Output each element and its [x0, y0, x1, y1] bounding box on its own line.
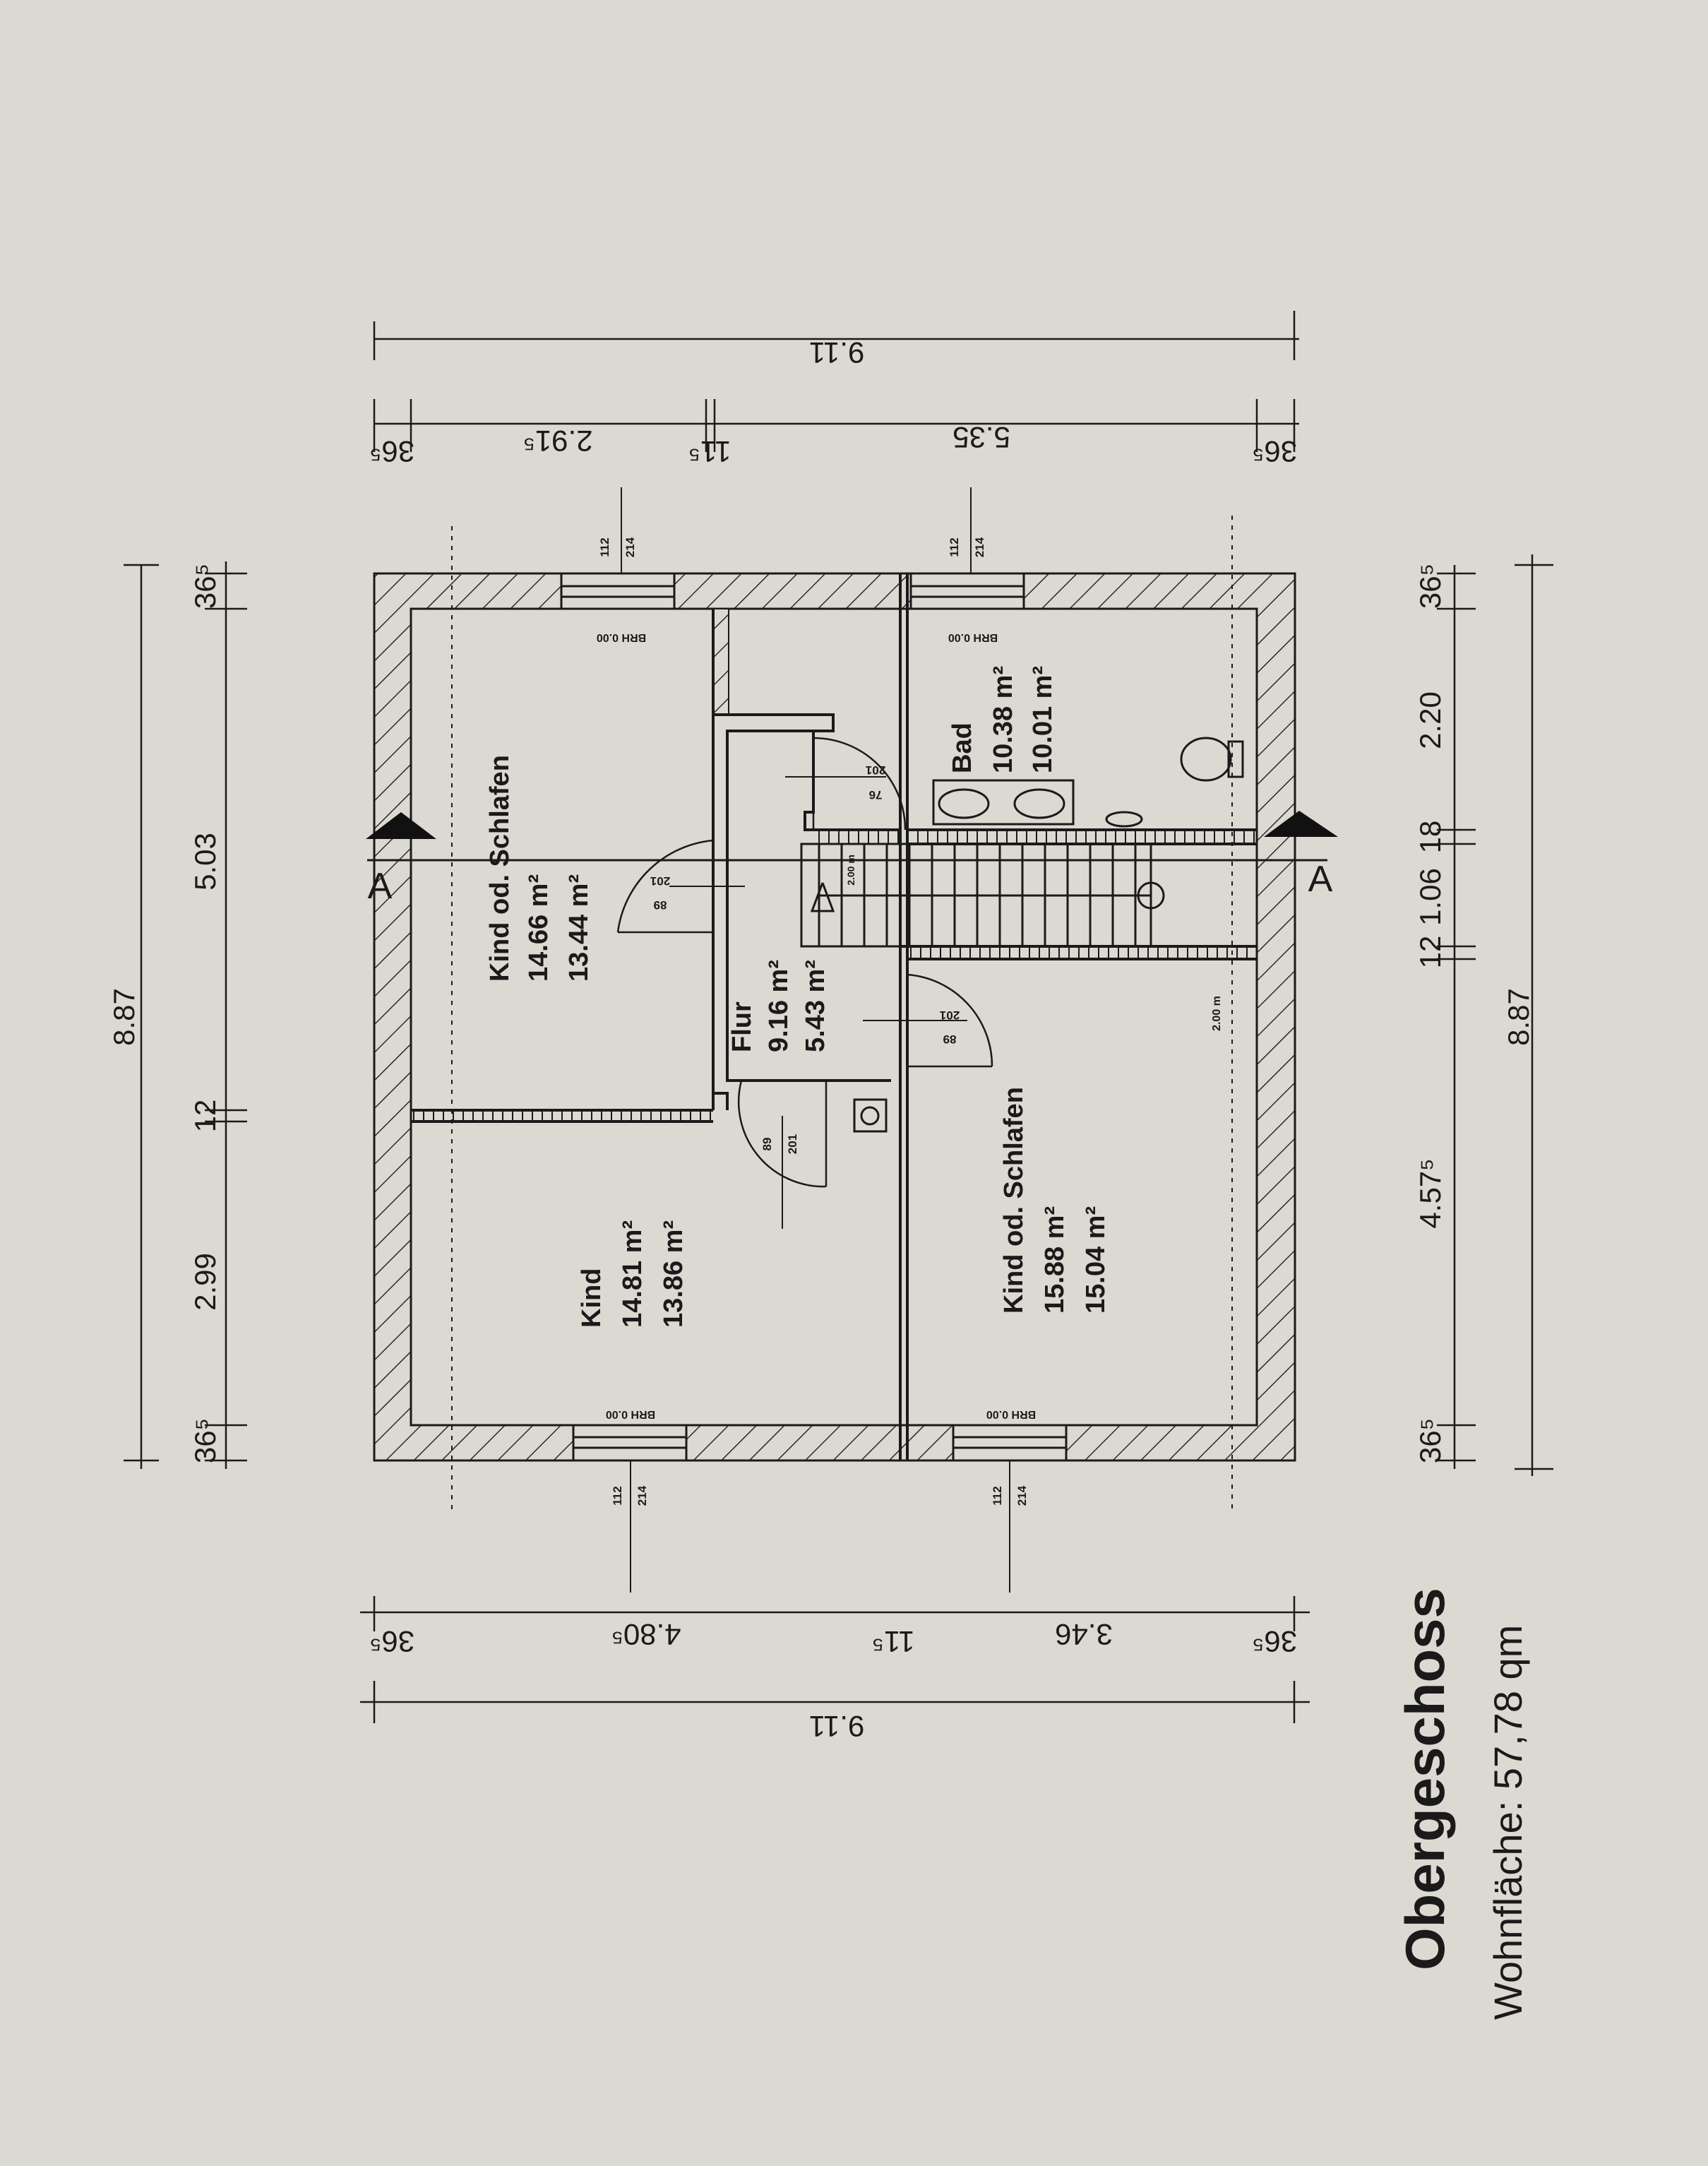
svg-text:112: 112 [611, 1486, 624, 1505]
room-name: Bad [948, 722, 977, 773]
svg-text:89: 89 [943, 1033, 957, 1046]
stair-label: 2.00 m [845, 855, 856, 886]
svg-text:112: 112 [948, 537, 961, 557]
svg-text:4.57⁵: 4.57⁵ [1414, 1158, 1447, 1228]
svg-text:5.35: 5.35 [952, 421, 1010, 454]
room-area: 14.81 m² [618, 1220, 647, 1328]
door-dims: 201 76 201 89 201 89 89 201 [650, 763, 960, 1154]
svg-text:36⁵: 36⁵ [369, 435, 414, 468]
svg-text:11⁵: 11⁵ [688, 435, 731, 468]
svg-text:36⁵: 36⁵ [189, 1418, 222, 1463]
room-name: Kind od. Schlafen [999, 1087, 1029, 1314]
room-area: 13.44 m² [564, 874, 594, 982]
room-area: 10.38 m² [989, 666, 1018, 773]
room-area: 10.01 m² [1028, 666, 1058, 773]
window-dims: 112 214 112 214 112 214 112 214 [598, 537, 1029, 1506]
room-area: 15.04 m² [1081, 1206, 1111, 1314]
svg-text:89: 89 [760, 1138, 774, 1151]
svg-text:214: 214 [623, 537, 637, 557]
svg-text:12: 12 [189, 1100, 222, 1133]
svg-text:112: 112 [598, 537, 611, 557]
svg-text:214: 214 [973, 537, 986, 557]
svg-text:214: 214 [1015, 1485, 1029, 1506]
dims-bottom: 9.11 36⁵ 4.80⁵ 11⁵ 3.46 36⁵ [369, 1618, 1297, 1743]
svg-text:36⁵: 36⁵ [1252, 435, 1297, 468]
room-kind-left: Kind 14.81 m² 13.86 m² [577, 1220, 688, 1328]
svg-text:2.91⁵: 2.91⁵ [522, 424, 592, 458]
svg-text:9.11: 9.11 [809, 336, 865, 369]
interior-walls [411, 573, 1257, 1460]
dims-top: 9.11 36⁵ 2.91⁵ 11⁵ 5.35 36⁵ [369, 336, 1297, 468]
svg-text:2.20: 2.20 [1414, 691, 1447, 749]
window-leaders [621, 487, 1010, 1593]
svg-text:1.06: 1.06 [1414, 868, 1447, 926]
chimney-icon [853, 1098, 888, 1133]
svg-text:201: 201 [650, 874, 670, 888]
svg-text:201: 201 [940, 1008, 960, 1022]
svg-text:12: 12 [1414, 936, 1447, 969]
page-title: Obergeschoss [1394, 1588, 1456, 1970]
door-swings [616, 737, 993, 1188]
svg-text:8.87: 8.87 [107, 988, 141, 1046]
svg-text:4.80⁵: 4.80⁵ [611, 1618, 681, 1651]
svg-text:214: 214 [635, 1485, 649, 1506]
dims-right: 8.87 36⁵ 2.20 18 1.06 12 4.57⁵ 36⁵ [1414, 564, 1535, 1463]
window-sill-label: BRH 0.00 [597, 631, 646, 643]
window-sill-label: BRH 0.00 [948, 631, 998, 643]
room-name: Kind od. Schlafen [485, 755, 515, 982]
svg-text:8.87: 8.87 [1502, 988, 1535, 1046]
section-line: A A [366, 516, 1338, 1511]
svg-text:76: 76 [869, 788, 883, 802]
svg-text:11⁵: 11⁵ [871, 1625, 914, 1658]
svg-text:2.99: 2.99 [189, 1253, 222, 1311]
living-area-label: Wohnfläche: 57,78 qm [1486, 1625, 1530, 2020]
svg-text:18: 18 [1414, 821, 1447, 854]
outer-walls [373, 572, 1296, 1462]
room-kind-schlafen-top: Kind od. Schlafen 14.66 m² 13.44 m² [485, 755, 594, 982]
section-marker-right: A [1308, 859, 1333, 900]
window-sill-label: BRH 0.00 [986, 1408, 1036, 1420]
room-area: 14.66 m² [524, 874, 554, 982]
svg-text:36⁵: 36⁵ [1414, 1418, 1447, 1463]
svg-text:5.03: 5.03 [189, 833, 222, 891]
svg-text:36⁵: 36⁵ [1252, 1625, 1297, 1658]
room-name: Kind [577, 1268, 607, 1328]
bath-fixtures [932, 737, 1244, 828]
svg-text:36⁵: 36⁵ [1414, 564, 1447, 609]
room-area: 15.88 m² [1040, 1206, 1070, 1314]
window-sill-label: BRH 0.00 [606, 1408, 655, 1420]
room-kind-schlafen-right: Kind od. Schlafen 15.88 m² 15.04 m² [999, 1087, 1111, 1314]
svg-text:201: 201 [866, 763, 885, 777]
dims-left: 8.87 36⁵ 5.03 12 2.99 36⁵ [107, 564, 222, 1463]
svg-text:89: 89 [654, 898, 667, 912]
room-name: Flur [727, 1001, 757, 1052]
svg-text:36⁵: 36⁵ [189, 564, 222, 609]
section-marker-left: A [368, 866, 393, 907]
dimension-lines [124, 311, 1553, 1723]
svg-text:9.11: 9.11 [809, 1710, 865, 1743]
room-area: 9.16 m² [764, 960, 794, 1052]
svg-text:3.46: 3.46 [1055, 1618, 1113, 1651]
room-flur: Flur 9.16 m² 5.43 m² [727, 960, 830, 1052]
room-area: 5.43 m² [801, 960, 830, 1052]
room-bad: Bad 10.38 m² 10.01 m² [948, 666, 1058, 773]
windows [560, 572, 1068, 1462]
svg-text:112: 112 [991, 1486, 1004, 1505]
stair-height-label: 2.00 m [1211, 996, 1223, 1031]
wall-ticks [413, 830, 1255, 1121]
room-area: 13.86 m² [659, 1220, 688, 1328]
svg-text:201: 201 [786, 1134, 799, 1154]
svg-text:36⁵: 36⁵ [369, 1625, 414, 1658]
